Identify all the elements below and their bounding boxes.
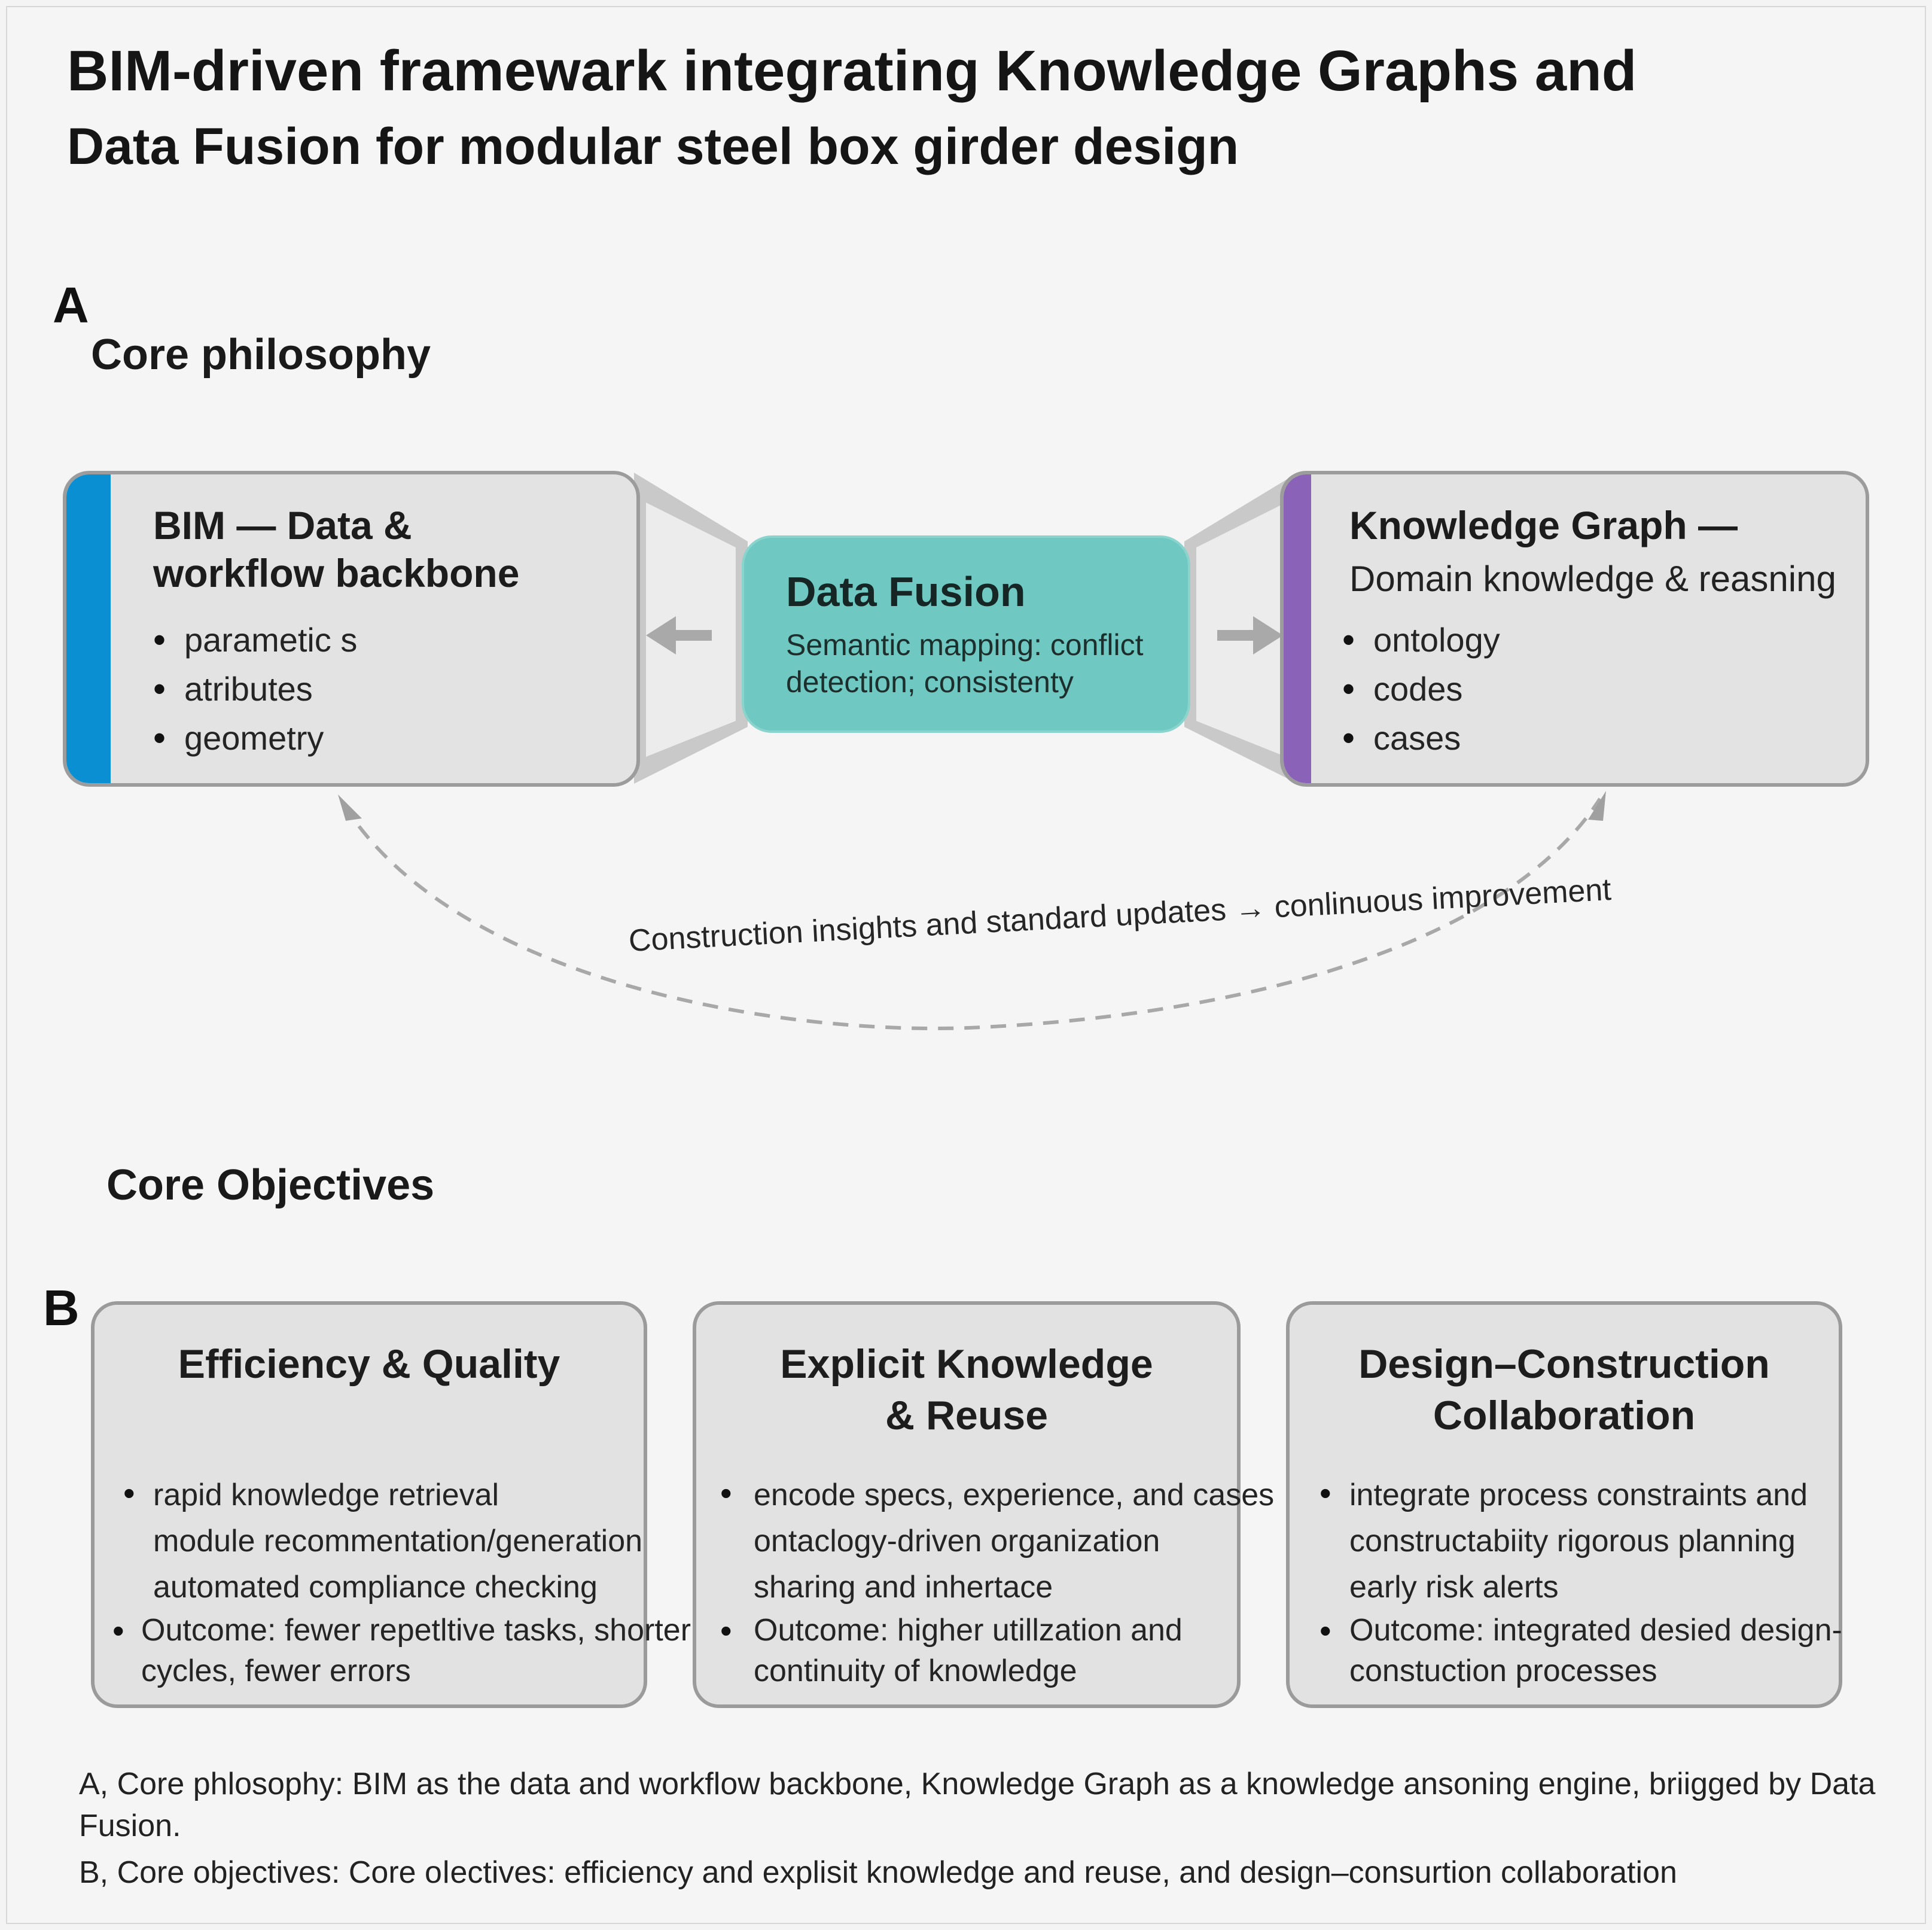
figure-title-line-2: Data Fusion for modular steel box girder… [67,118,1239,175]
bim-card-title-line-1: BIM — Data & [153,503,412,547]
data-fusion-description-line-2: detection; consistenty [786,665,1074,699]
objective-card-design-construction-collaboration: Design–Construction Collaboration • inte… [1286,1301,1842,1708]
panel-b-heading: Core Objectives [106,1161,435,1209]
bullet-dot-icon: • [123,1474,135,1512]
bim-item-list: parametic s atributes geometry [153,616,357,763]
panel-a-heading: Core philosophy [91,331,431,379]
objective-outcome-line: Outcome: fewer repetltive tasks, shorter [141,1613,691,1648]
feedback-loop-label: Construction insights and standard updat… [628,872,1613,958]
objective-item: integrate process constraints and [1349,1478,1808,1512]
data-fusion-box: Data Fusion Semantic mapping: conflict d… [742,535,1190,733]
objective-item: sharing and inhertace [754,1570,1053,1605]
caption-a-line-2: Fusion. [79,1809,181,1843]
objective-outcome-line: constuction processes [1349,1654,1657,1688]
bullet-dot-icon: • [112,1612,124,1649]
bullet-dot-icon: • [720,1612,732,1649]
objective-item-list: rapid knowledge retrieval module recomme… [153,1472,642,1611]
objective-card-efficiency-quality: Efficiency & Quality • rapid knowledge r… [91,1301,691,1708]
knowledge-graph-item: cases [1342,714,1500,763]
objective-outcome-line: Outcome: integrated desied design- [1349,1613,1842,1648]
bim-item: geometry [153,714,357,763]
feedback-arrowhead-left-icon [338,794,362,821]
bim-item: atributes [153,665,357,714]
knowledge-graph-card: Knowledge Graph — Domain knowledge & rea… [1280,471,1869,787]
objective-item-list: encode specs, experience, and cases onta… [754,1472,1274,1611]
data-fusion-description-line-1: Semantic mapping: conflict [786,628,1144,662]
caption-a-line-1: A, Core phlosophy: BIM as the data and w… [79,1767,1876,1801]
objective-outcome: Outcome: integrated desied design- const… [1349,1610,1842,1691]
knowledge-graph-item: ontology [1342,616,1500,665]
objective-item: rapid knowledge retrieval [153,1478,499,1512]
objective-card-title: Collaboration [1433,1393,1696,1438]
objective-item: automated compliance checking [153,1570,598,1605]
bim-accent-stripe [66,474,111,783]
objective-card-explicit-knowledge-reuse: Explicit Knowledge & Reuse • encode spec… [693,1301,1274,1708]
bullet-dot-icon: • [720,1474,732,1512]
knowledge-graph-accent-stripe [1284,474,1311,783]
objective-item: early risk alerts [1349,1570,1559,1605]
bim-card-title-line-2: workflow backbone [153,551,520,595]
objective-outcome: Outcome: higher utillzation and continui… [754,1610,1183,1691]
panel-a-letter: A [53,277,89,333]
feedback-arrowhead-right-icon [1588,791,1606,821]
knowledge-graph-card-title: Knowledge Graph — [1349,503,1738,547]
objective-item-list: integrate process constraints and constr… [1349,1472,1808,1611]
objective-item: constructabiity rigorous planning [1349,1524,1796,1558]
caption-b: B, Core objectives: Core oǀectives: effi… [79,1855,1677,1890]
panel-b-letter: B [43,1280,80,1336]
knowledge-graph-card-subtitle: Domain knowledge & reasning [1349,559,1836,599]
arrow-right-icon [1217,616,1283,655]
objective-item: encode specs, experience, and cases [754,1478,1275,1512]
knowledge-graph-item-list: ontology codes cases [1342,616,1500,763]
bullet-dot-icon: • [1320,1474,1331,1512]
objective-item: module recommentation/generation [153,1524,643,1558]
objective-outcome-line: continuity of knowledge [754,1654,1077,1688]
data-fusion-title: Data Fusion [786,568,1026,615]
knowledge-graph-item: codes [1342,665,1500,714]
objective-outcome-line: cycles, fewer errors [141,1654,411,1688]
bullet-dot-icon: • [1320,1612,1331,1649]
objective-card-title: & Reuse [885,1393,1049,1438]
objective-card-title: Explicit Knowledge [780,1341,1153,1387]
objective-item: ontaclogy-driven organization [754,1524,1160,1558]
objective-outcome-line: Outcome: higher utillzation and [754,1613,1183,1648]
bim-card: BIM — Data & workflow backbone parametic… [63,471,640,787]
objective-card-title: Efficiency & Quality [178,1341,560,1387]
arrow-left-icon [646,616,712,655]
objective-card-title: Design–Construction [1358,1341,1770,1387]
figure-title-line-1: BIM-driven framewark integrating Knowled… [67,39,1637,103]
bim-item: parametic s [153,616,357,665]
objective-outcome: Outcome: fewer repetltive tasks, shorter… [141,1610,691,1691]
feedback-loop-dashed-arrow [342,797,1602,1031]
